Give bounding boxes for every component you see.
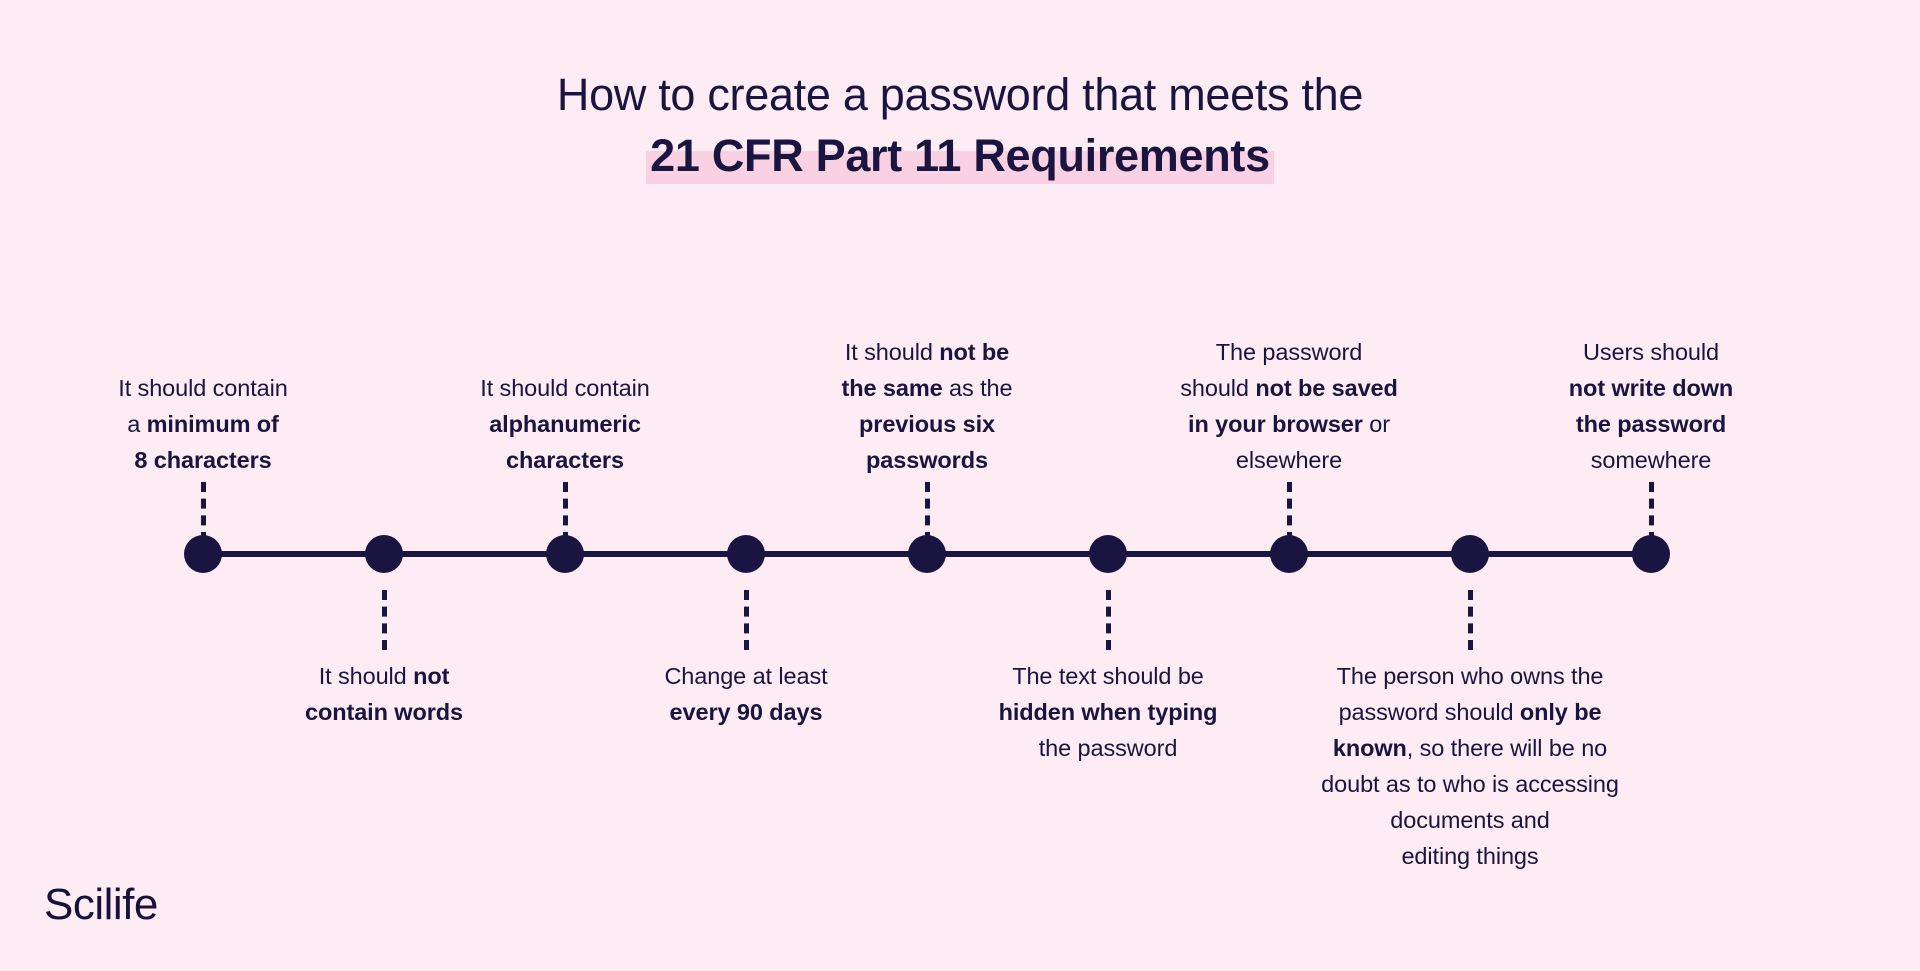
timeline-connector-dashed <box>1649 482 1654 542</box>
label-text: The text should be <box>1012 663 1204 689</box>
timeline-connector-dashed <box>925 482 930 542</box>
label-line: doubt as to who is accessing <box>1321 766 1619 802</box>
scilife-logo: Scilife <box>44 880 158 929</box>
timeline-label-9: Users should not write down the password so… <box>1569 334 1733 478</box>
label-text: It should contain <box>480 375 650 401</box>
timeline-label-6: The text should be hidden when typing the … <box>999 658 1218 766</box>
label-line: password should only be <box>1321 694 1619 730</box>
label-text: doubt as to who is accessing <box>1321 771 1619 797</box>
label-text: somewhere <box>1590 447 1712 473</box>
timeline-connector-dashed <box>201 482 206 542</box>
timeline-label-1: It should contain a minimum of 8 character… <box>118 370 288 478</box>
timeline-label-3: It should contain alphanumeric characters <box>480 370 650 478</box>
label-text: documents and <box>1390 807 1550 833</box>
timeline-connector-dashed <box>382 590 387 650</box>
label-emphasis: alphanumeric <box>489 411 641 437</box>
label-line: Change at least <box>664 658 827 694</box>
label-text: or <box>1362 411 1390 437</box>
label-emphasis: hidden when typing <box>998 699 1218 725</box>
timeline-label-2: It should not contain words <box>305 658 463 730</box>
label-emphasis: in your browser <box>1188 411 1363 437</box>
label-line: the password <box>1569 406 1733 442</box>
label-text: editing things <box>1401 843 1539 869</box>
label-line: alphanumeric <box>480 406 649 442</box>
label-emphasis: 8 characters <box>134 447 272 473</box>
timeline-connector-dashed <box>1468 590 1473 650</box>
timeline-label-4: Change at least every 90 days <box>664 658 827 730</box>
label-line: the same as the <box>842 370 1013 406</box>
timeline-dot[interactable] <box>365 535 403 573</box>
title-highlight-band <box>646 151 1274 184</box>
timeline-connector-dashed <box>744 590 749 650</box>
title-line-2-text: 21 CFR Part 11 Requirements <box>650 130 1270 181</box>
label-line: the password <box>999 730 1218 766</box>
label-line: should not be saved <box>1180 370 1398 406</box>
label-line: The password <box>1180 334 1398 370</box>
label-text: It should contain <box>118 375 288 401</box>
timeline-connector-dashed <box>1287 482 1292 542</box>
label-line: somewhere <box>1569 442 1733 478</box>
label-emphasis: minimum of <box>146 411 279 437</box>
label-line: It should not <box>305 658 463 694</box>
title-line-2-wrap: 21 CFR Part 11 Requirements <box>0 126 1920 197</box>
label-line: The text should be <box>999 658 1218 694</box>
label-line: documents and <box>1321 802 1619 838</box>
label-line: previous six <box>842 406 1013 442</box>
label-line: known, so there will be no <box>1321 730 1619 766</box>
label-text: as the <box>942 375 1013 401</box>
label-text: the password <box>1038 735 1178 761</box>
label-text: It should <box>318 663 414 689</box>
label-line: The person who owns the <box>1321 658 1619 694</box>
label-emphasis: previous six <box>859 411 995 437</box>
label-line: in your browser or <box>1180 406 1398 442</box>
label-line: characters <box>480 442 649 478</box>
label-emphasis: contain words <box>305 699 463 725</box>
label-emphasis: not <box>413 663 450 689</box>
label-text: It should <box>844 339 940 365</box>
title-line-1: How to create a password that meets the <box>556 69 1364 120</box>
label-emphasis: passwords <box>866 447 988 473</box>
label-line: 8 characters <box>118 442 287 478</box>
timeline-connector-dashed <box>563 482 568 542</box>
label-line: contain words <box>305 694 463 730</box>
label-text: , so there will be no <box>1406 735 1608 761</box>
label-line: elsewhere <box>1180 442 1398 478</box>
label-text: The password <box>1215 339 1363 365</box>
timeline-dot[interactable] <box>1089 535 1127 573</box>
page-title: How to create a password that meets the … <box>0 66 1920 197</box>
label-line: It should not be <box>842 334 1013 370</box>
label-line: Users should <box>1569 334 1733 370</box>
timeline-connector-dashed <box>1106 590 1111 650</box>
label-text: elsewhere <box>1235 447 1343 473</box>
label-line: every 90 days <box>664 694 827 730</box>
label-line: editing things <box>1321 838 1619 874</box>
label-emphasis: not write down <box>1568 375 1734 401</box>
timeline-label-8: The person who owns the password should o… <box>1321 658 1619 874</box>
label-text: The person who owns the <box>1336 663 1604 689</box>
label-line: It should contain <box>118 370 288 406</box>
label-line: It should contain <box>480 370 650 406</box>
label-emphasis: not be saved <box>1255 375 1398 401</box>
label-line: a minimum of <box>118 406 287 442</box>
label-emphasis: every 90 days <box>669 699 823 725</box>
label-emphasis: characters <box>506 447 624 473</box>
label-line: passwords <box>842 442 1013 478</box>
label-text: should <box>1180 375 1256 401</box>
timeline-dot[interactable] <box>1451 535 1489 573</box>
label-line: hidden when typing <box>999 694 1218 730</box>
label-line: not write down <box>1569 370 1733 406</box>
label-emphasis: not be <box>939 339 1010 365</box>
label-emphasis: the password <box>1575 411 1727 437</box>
label-text: password should <box>1338 699 1520 725</box>
label-emphasis: the same <box>841 375 943 401</box>
label-emphasis: only be <box>1519 699 1602 725</box>
timeline-dot[interactable] <box>727 535 765 573</box>
label-text: Users should <box>1583 339 1719 365</box>
label-emphasis: known <box>1332 735 1407 761</box>
label-text: Change at least <box>664 663 828 689</box>
title-line-2: 21 CFR Part 11 Requirements <box>646 126 1274 186</box>
label-text: a <box>127 411 147 437</box>
